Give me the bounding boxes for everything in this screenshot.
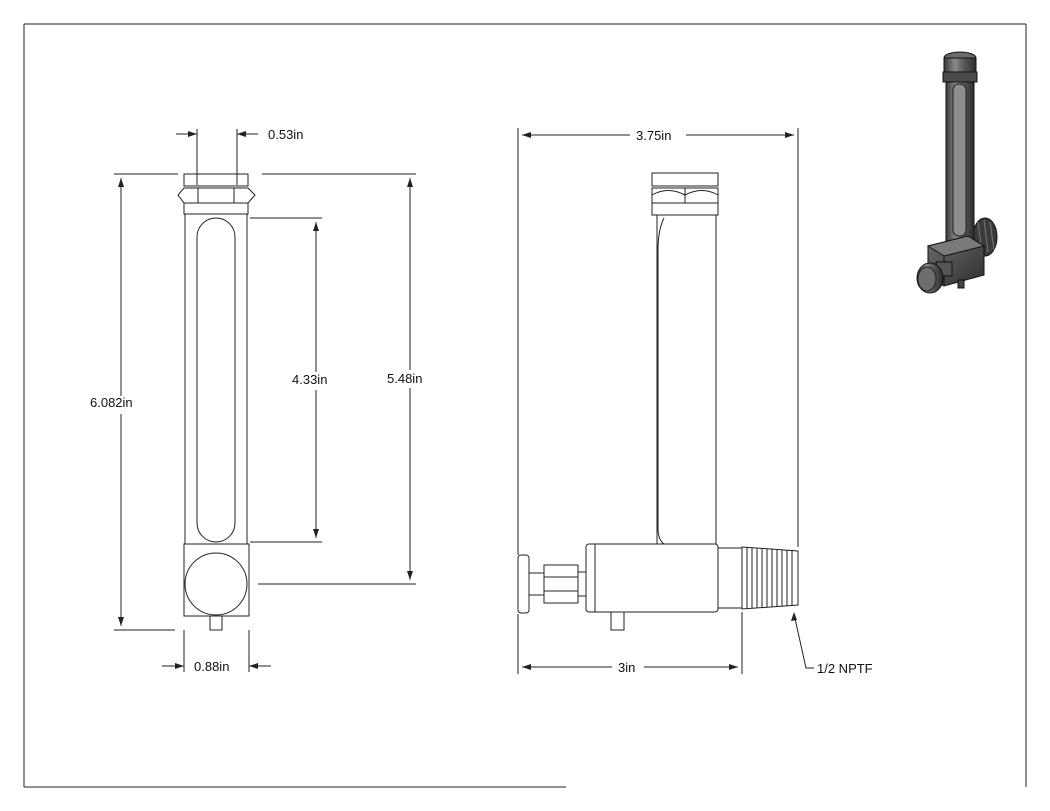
front-valve-knob (184, 552, 248, 616)
dim-window-height: 4.33in (292, 372, 327, 387)
side-tube (656, 214, 717, 545)
side-threaded-end (717, 546, 799, 610)
dim-hex-width: 0.53in (268, 127, 303, 142)
side-drain-stem (610, 611, 625, 631)
dim-body-length: 3in (618, 660, 635, 675)
front-dimensions: 0.53in 6.082in 4.33in 5.48in 0.88in (90, 127, 422, 674)
front-view (177, 173, 256, 631)
side-body (585, 543, 719, 613)
thread-callout: 1/2 NPTF (817, 661, 873, 676)
isometric-view (916, 51, 998, 294)
dim-overall-height: 6.082in (90, 395, 133, 410)
side-hex-cap (651, 172, 719, 216)
iso-valve-knob (916, 261, 953, 294)
side-valve-handwheel (517, 554, 530, 614)
side-valve-nut (543, 564, 579, 604)
front-drain-stem (209, 615, 223, 631)
dim-base-width: 0.88in (194, 659, 229, 674)
dim-center-height: 5.48in (387, 371, 422, 386)
side-dimensions: 3.75in 3in 1/2 NPTF (517, 128, 873, 676)
front-sight-window (196, 217, 236, 543)
iso-hex-cap (942, 51, 978, 83)
dim-overall-length: 3.75in (636, 128, 671, 143)
side-view (517, 172, 799, 631)
front-hex-cap (177, 173, 256, 215)
sheet-border (23, 23, 1027, 788)
